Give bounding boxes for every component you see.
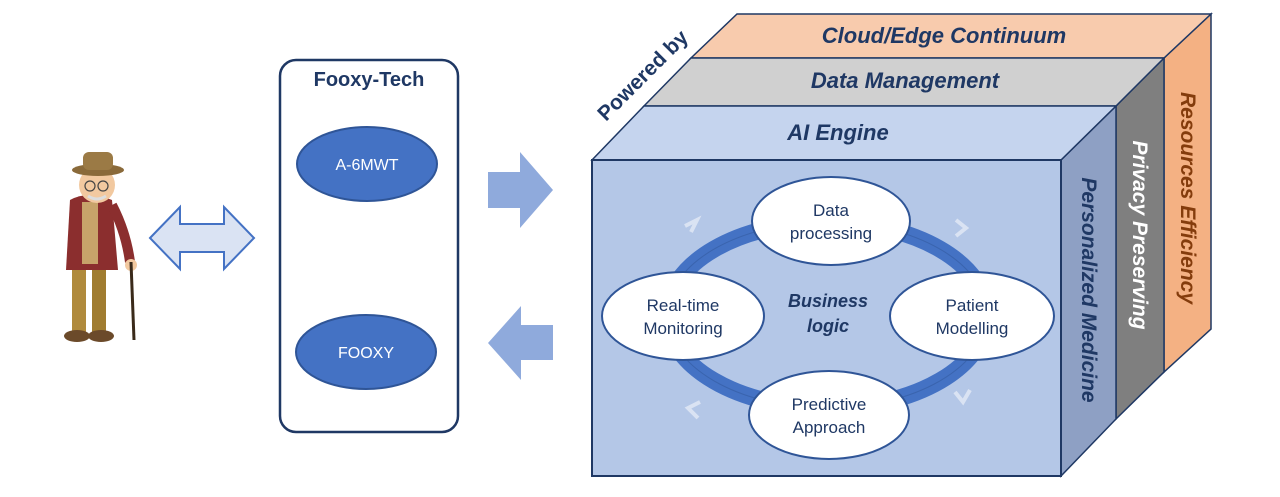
elderly-person-illustration — [64, 152, 137, 342]
predictive-approach-line2: Approach — [793, 418, 866, 437]
patient-modelling-line1: Patient — [946, 296, 999, 315]
data-management-label: Data Management — [811, 68, 1001, 93]
predictive-approach-node[interactable] — [748, 370, 910, 460]
data-processing-node[interactable] — [751, 176, 911, 266]
realtime-monitoring-line2: Monitoring — [643, 319, 722, 338]
cycle-chevron-icon — [953, 388, 972, 406]
patient-modelling-line2: Modelling — [936, 319, 1009, 338]
business-logic-cycle: Data processing Patient Modelling Predic… — [601, 176, 1055, 460]
left-arrow-icon — [488, 306, 553, 380]
cycle-chevron-icon — [684, 400, 701, 420]
bidirectional-arrow-icon — [148, 204, 256, 272]
realtime-monitoring-line1: Real-time — [647, 296, 720, 315]
predictive-approach-line1: Predictive — [792, 395, 867, 414]
fooxy-label: FOOXY — [338, 345, 394, 362]
cycle-chevron-icon — [684, 215, 702, 233]
a6mwt-node[interactable] — [296, 126, 438, 202]
privacy-preserving-label: Privacy Preserving — [1128, 140, 1151, 329]
cloud-edge-label: Cloud/Edge Continuum — [822, 23, 1066, 48]
a6mwt-label: A-6MWT — [335, 157, 398, 174]
patient-modelling-node[interactable] — [889, 271, 1055, 361]
business-logic-line2: logic — [807, 316, 849, 336]
data-processing-line2: processing — [790, 224, 872, 243]
fooxy-node[interactable] — [295, 314, 437, 390]
realtime-monitoring-node[interactable] — [601, 271, 765, 361]
ai-engine-label: AI Engine — [786, 120, 888, 145]
resources-efficiency-label: Resources Efficiency — [1176, 92, 1199, 305]
cycle-chevron-icon — [954, 218, 970, 238]
data-processing-line1: Data — [813, 201, 849, 220]
fooxy-tech-title: Fooxy-Tech — [314, 69, 425, 91]
business-logic-line1: Business — [788, 291, 868, 311]
personalized-medicine-label: Personalized Medicine — [1077, 177, 1100, 403]
right-arrow-icon — [488, 152, 553, 228]
